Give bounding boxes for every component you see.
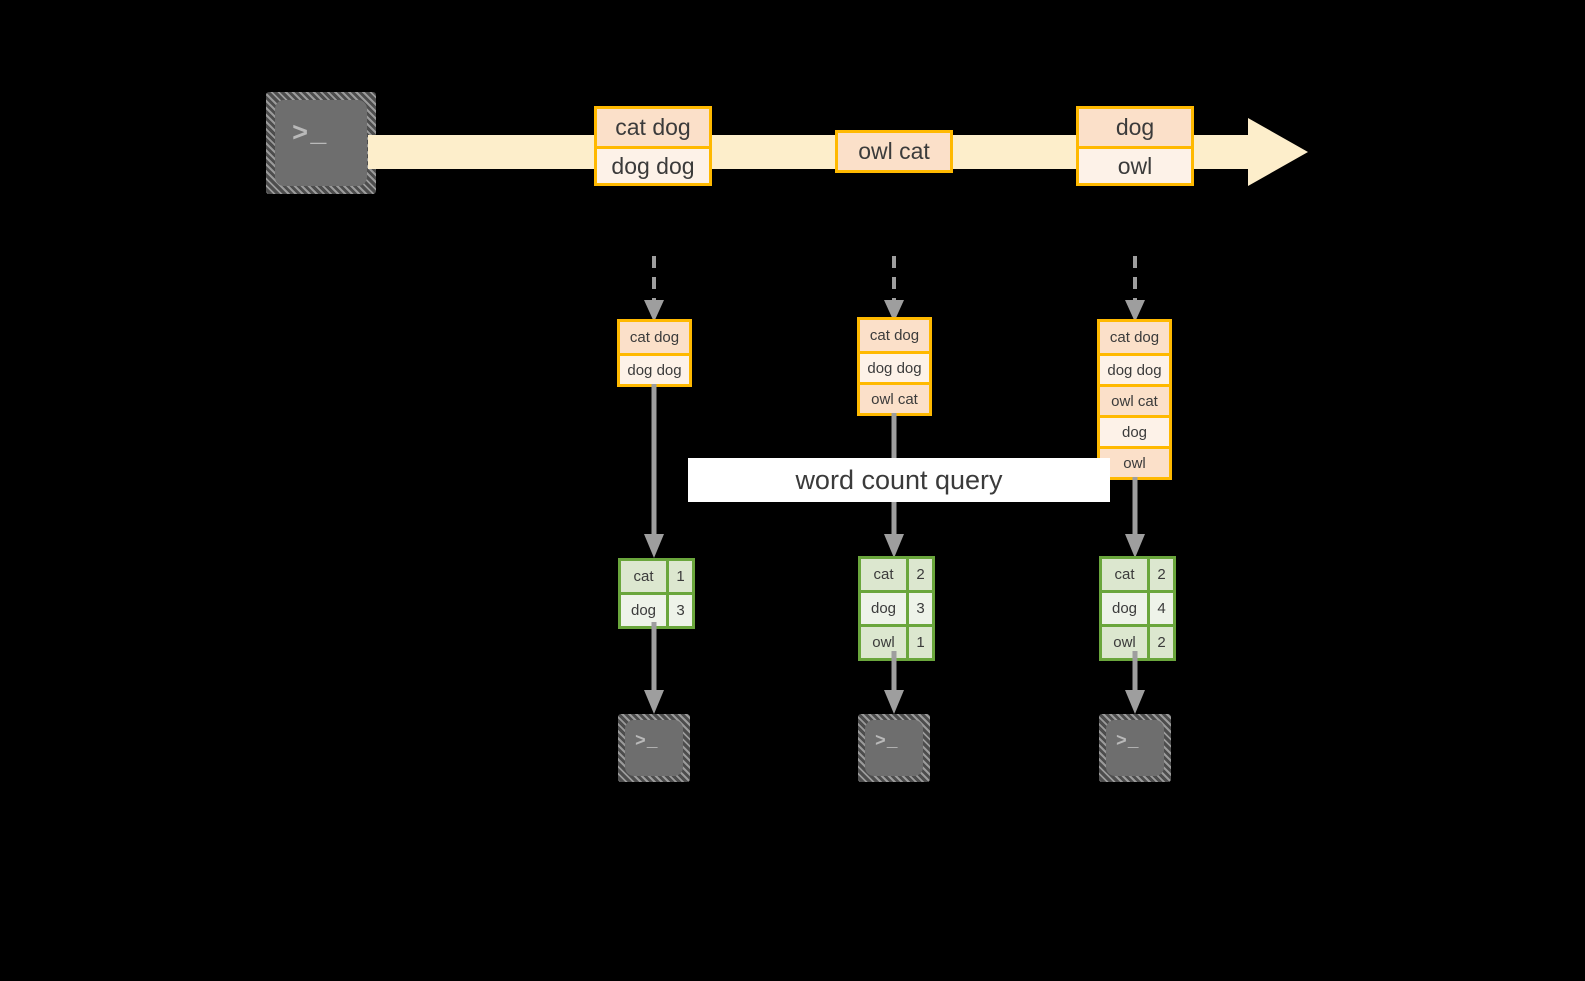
result-word: cat: [1102, 559, 1147, 590]
terminal-prompt-glyph: >_: [1116, 732, 1140, 752]
result-word: dog: [621, 595, 666, 626]
result-count: 1: [906, 627, 932, 658]
result-row: owl 1: [861, 624, 932, 658]
sink-terminal-icon-3: >_: [1099, 714, 1171, 782]
input-record: owl cat: [1100, 384, 1169, 415]
result-count: 3: [666, 595, 692, 626]
connector-stream-to-input-1: [641, 256, 667, 322]
result-row: dog 3: [621, 592, 692, 626]
terminal-screen: [275, 100, 367, 186]
result-word: owl: [1102, 627, 1147, 658]
result-table-1: cat 1 dog 3: [618, 558, 695, 629]
connector-stream-to-input-2: [881, 256, 907, 322]
result-word: cat: [861, 559, 906, 590]
input-table-3: cat dog dog dog owl cat dog owl: [1097, 319, 1172, 480]
result-word: owl: [861, 627, 906, 658]
input-table-1: cat dog dog dog: [617, 319, 692, 387]
result-count: 4: [1147, 593, 1173, 624]
result-table-3: cat 2 dog 4 owl 2: [1099, 556, 1176, 661]
result-count: 2: [1147, 627, 1173, 658]
stream-batch-1: cat dog dog dog: [594, 106, 712, 186]
result-count: 3: [906, 593, 932, 624]
stream-batch-2: owl cat: [835, 130, 953, 173]
input-record: cat dog: [1100, 322, 1169, 353]
result-row: owl 2: [1102, 624, 1173, 658]
query-label: word count query: [688, 458, 1110, 502]
connector-result-to-sink-2: [881, 651, 907, 714]
stream-batch-3: dog owl: [1076, 106, 1194, 186]
terminal-screen: [865, 720, 923, 776]
terminal-prompt-glyph: >_: [875, 732, 899, 752]
result-row: cat 2: [1102, 559, 1173, 590]
result-table-2: cat 2 dog 3 owl 1: [858, 556, 935, 661]
result-count: 1: [666, 561, 692, 592]
input-record: dog dog: [620, 353, 689, 384]
input-table-2: cat dog dog dog owl cat: [857, 317, 932, 416]
result-word: dog: [1102, 593, 1147, 624]
stream-record: owl: [1079, 146, 1191, 183]
input-record: owl cat: [860, 382, 929, 413]
input-record: dog: [1100, 415, 1169, 446]
result-row: cat 1: [621, 561, 692, 592]
result-row: dog 3: [861, 590, 932, 624]
connector-result-to-sink-3: [1122, 651, 1148, 714]
sink-terminal-icon-2: >_: [858, 714, 930, 782]
input-record: cat dog: [860, 320, 929, 351]
result-word: cat: [621, 561, 666, 592]
input-record: dog dog: [860, 351, 929, 382]
sink-terminal-icon-1: >_: [618, 714, 690, 782]
input-record: owl: [1100, 446, 1169, 477]
connector-input-to-result-1: [641, 384, 667, 558]
connector-result-to-sink-1: [641, 622, 667, 714]
stream-record: dog dog: [597, 146, 709, 183]
result-count: 2: [906, 559, 932, 590]
input-record: dog dog: [1100, 353, 1169, 384]
connector-stream-to-input-3: [1122, 256, 1148, 322]
result-count: 2: [1147, 559, 1173, 590]
stream-record: dog: [1079, 109, 1191, 146]
terminal-screen: [1106, 720, 1164, 776]
terminal-screen: [625, 720, 683, 776]
result-row: cat 2: [861, 559, 932, 590]
stream-record: owl cat: [838, 133, 950, 170]
terminal-prompt-glyph: >_: [635, 732, 659, 752]
connector-input-to-result-3: [1122, 477, 1148, 558]
input-record: cat dog: [620, 322, 689, 353]
stream-record: cat dog: [597, 109, 709, 146]
result-row: dog 4: [1102, 590, 1173, 624]
result-word: dog: [861, 593, 906, 624]
source-terminal-icon: >_: [266, 92, 376, 194]
terminal-prompt-glyph: >_: [292, 120, 329, 150]
